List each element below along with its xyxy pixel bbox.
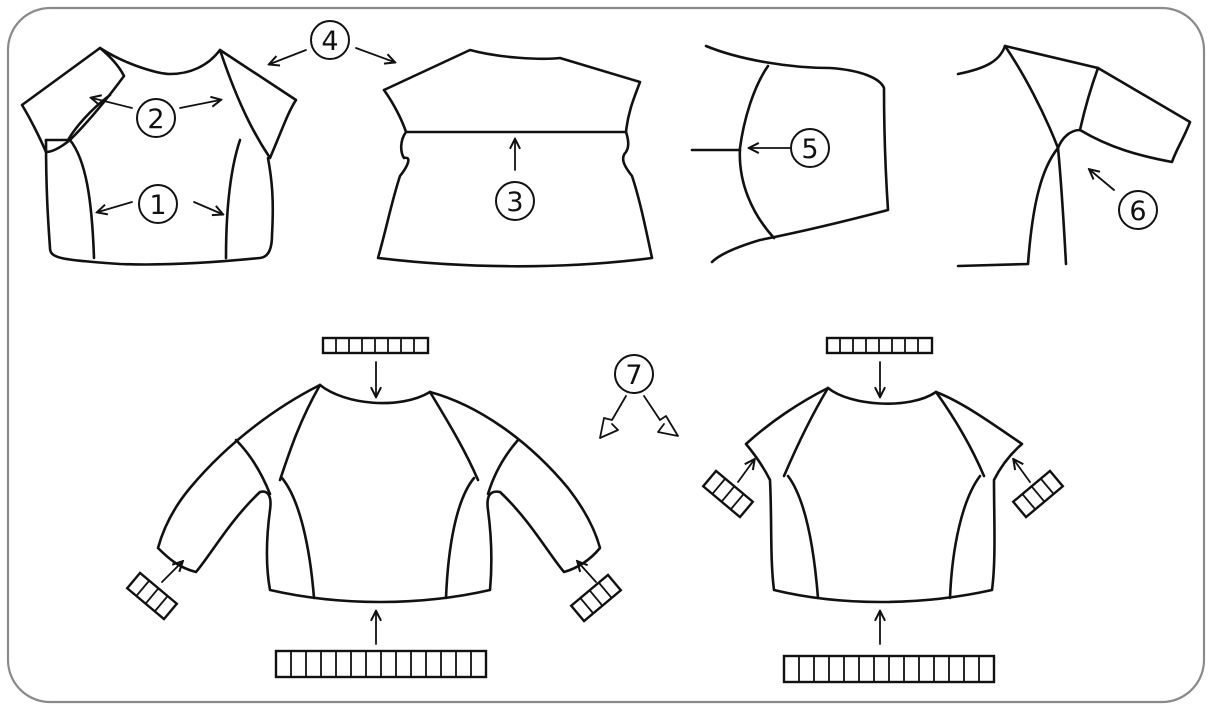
- step-badge-7: 7: [614, 354, 654, 394]
- step-badge-3: 3: [495, 181, 535, 221]
- step-badge-6: 6: [1118, 190, 1158, 230]
- split-arrows-7: [599, 395, 679, 439]
- cuff-rib-1: [125, 571, 179, 621]
- short-sleeve-sweater: [744, 386, 1024, 604]
- step-badge-4: 4: [310, 20, 350, 60]
- cuff-rib-3: [701, 469, 755, 519]
- step-badge-1: 1: [138, 184, 178, 224]
- step-number-6: 6: [1129, 196, 1146, 227]
- hem-rib-right: [782, 654, 996, 684]
- instruction-arrows: [92, 47, 1115, 645]
- step-number-3: 3: [506, 187, 523, 218]
- cuff-rib-4: [1011, 469, 1065, 519]
- step-number-1: 1: [149, 190, 166, 221]
- hem-rib-left: [274, 649, 488, 679]
- side-panel-piece: [690, 44, 890, 264]
- cuff-rib-2: [569, 573, 623, 623]
- neck-rib-left: [321, 336, 430, 355]
- step-badge-2: 2: [136, 98, 176, 138]
- diagram-frame: [6, 6, 1206, 704]
- yoke-bodice: [376, 48, 654, 268]
- step-number-7: 7: [625, 360, 642, 391]
- neck-rib-right: [825, 336, 934, 355]
- front-bodice-raglan: [20, 46, 298, 266]
- step-number-4: 4: [321, 26, 338, 57]
- step-badge-5: 5: [790, 128, 830, 168]
- long-sleeve-sweater: [156, 383, 602, 604]
- sleeve-attached: [956, 44, 1192, 268]
- step-number-5: 5: [801, 134, 818, 165]
- step-number-2: 2: [147, 104, 164, 135]
